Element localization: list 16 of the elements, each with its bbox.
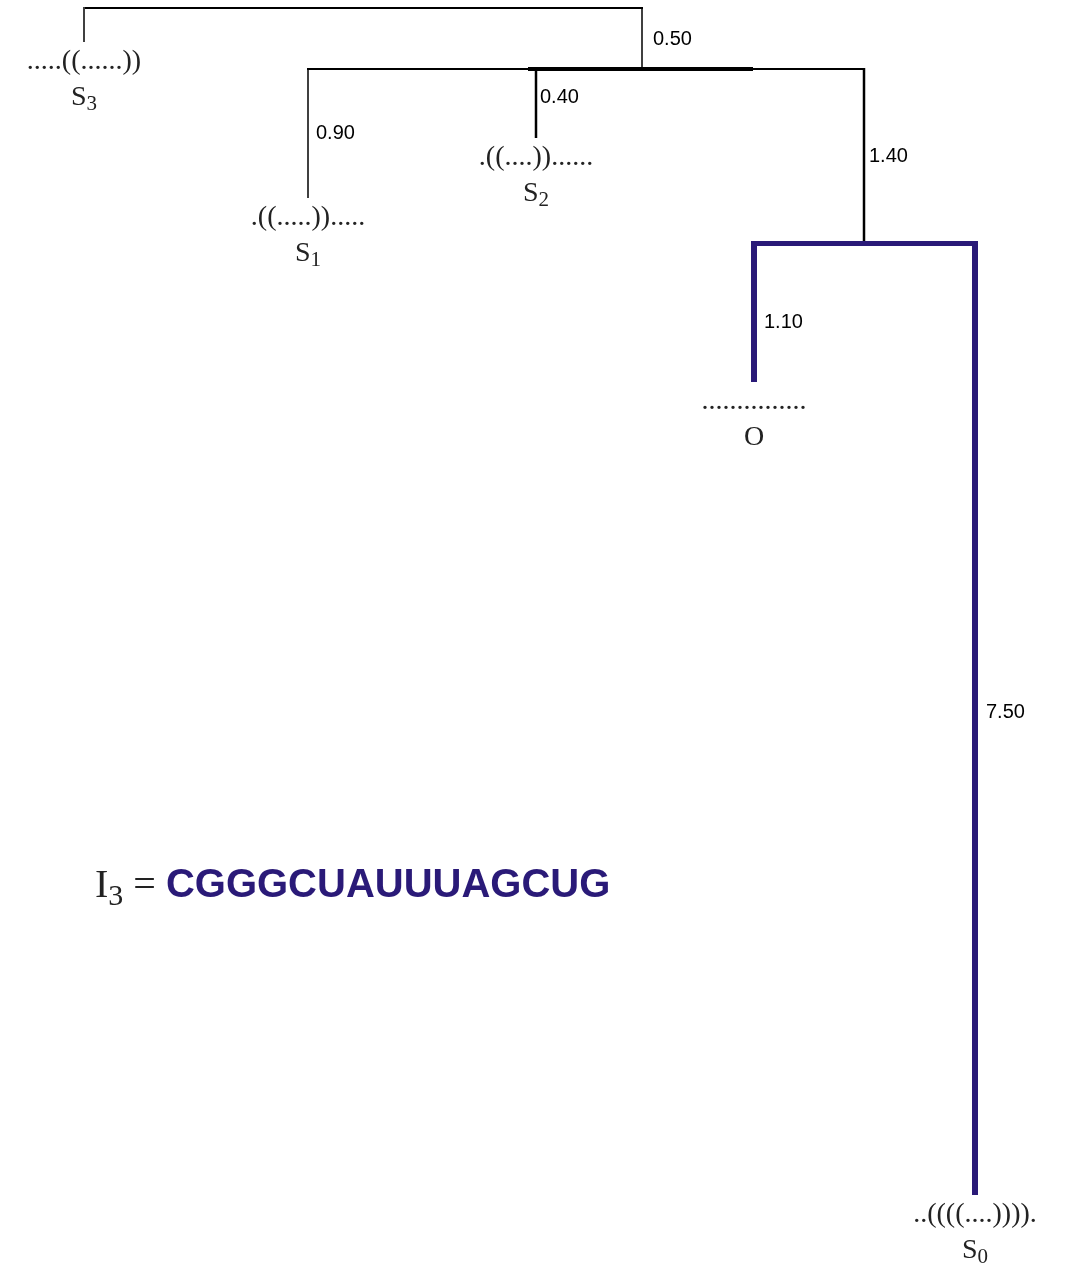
tree-branch	[641, 6, 643, 69]
tree-branch	[83, 6, 85, 43]
leaf-name: O	[743, 419, 765, 453]
leaf-name: S$_{1}$	[294, 235, 322, 270]
leaf-name: S$_{2}$	[522, 175, 550, 210]
sequence-label: I$_{3}$ = CGGGCUAUUUAGCUG	[95, 860, 611, 909]
dot-bracket-structure: ...............	[701, 383, 807, 417]
dot-bracket-structure: .((....))......	[478, 139, 594, 173]
tree-branch	[534, 68, 538, 138]
tree-branch	[307, 67, 309, 199]
dot-bracket-structure: .((.....)).....	[250, 199, 366, 233]
leaf-name: S$_{0}$	[961, 1232, 989, 1267]
dot-bracket-structure: .....((......))	[26, 43, 142, 77]
leaf-name: S$_{3}$	[70, 79, 98, 114]
dot-bracket-structure: ..((((....)))).	[913, 1196, 1037, 1230]
tree-branch	[862, 68, 866, 241]
